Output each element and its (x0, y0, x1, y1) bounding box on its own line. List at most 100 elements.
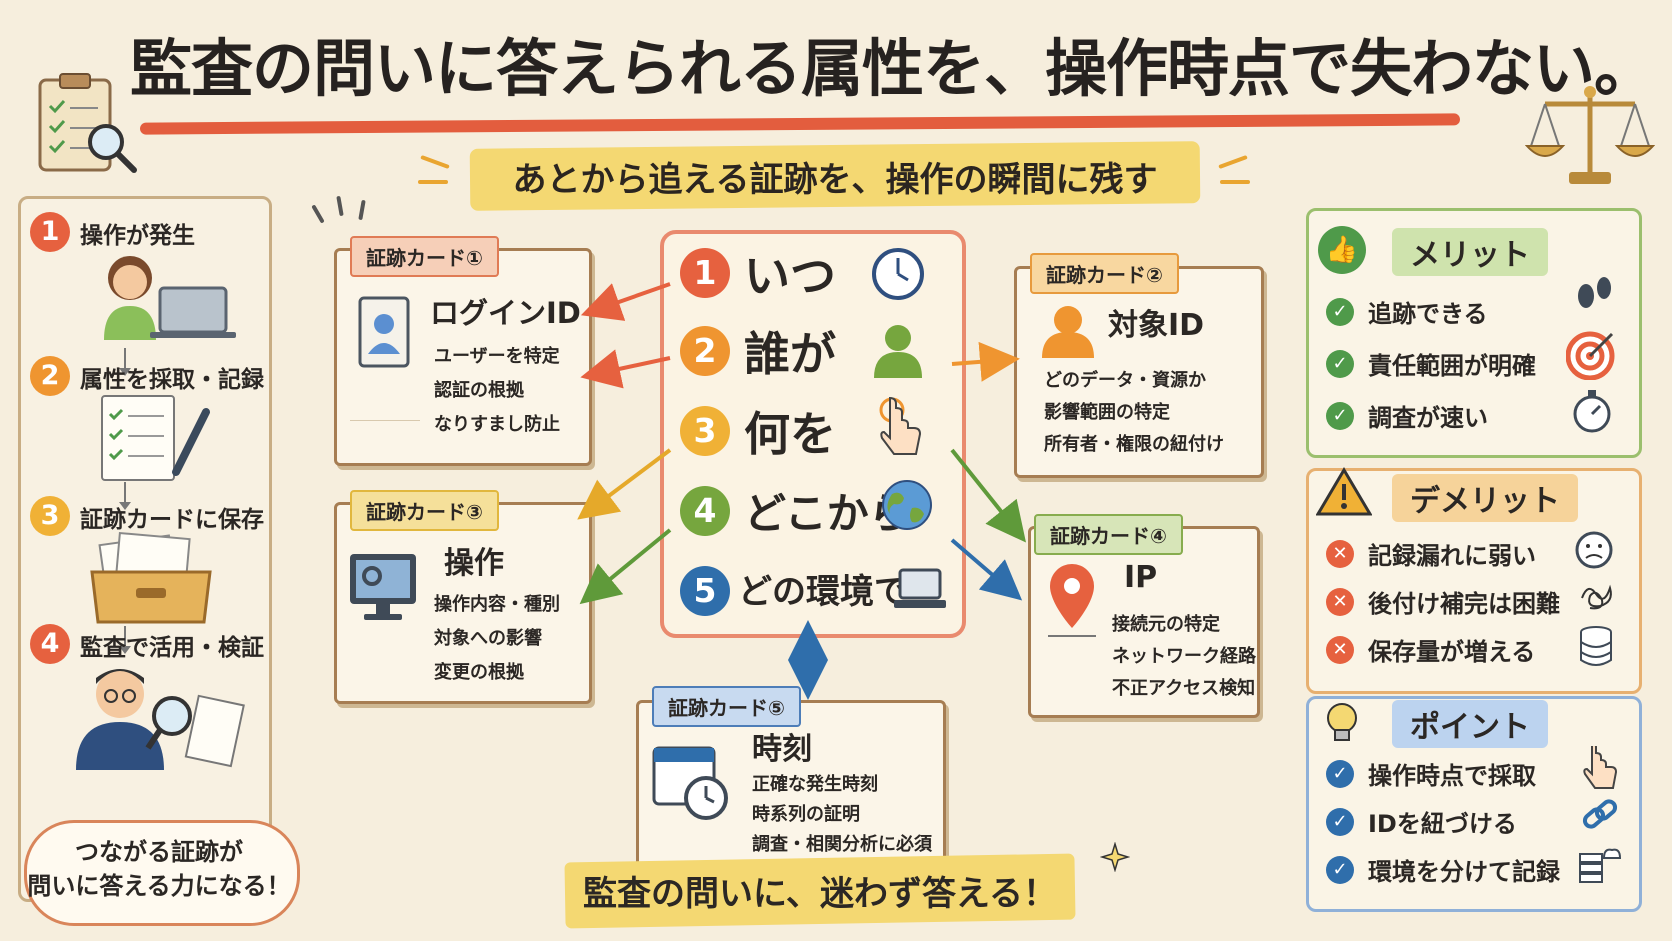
x-icon: ✕ (1326, 540, 1354, 568)
clock-icon (872, 248, 924, 300)
step-number: 1 (30, 212, 70, 252)
card-bullet: 正確な発生時刻 (752, 774, 878, 795)
thumbs-up-icon: 👍 (1318, 226, 1366, 274)
calendar-clock-icon (652, 746, 728, 820)
x-icon: ✕ (1326, 588, 1354, 616)
sparkle-icon (1100, 842, 1130, 872)
scales-of-justice-icon (1525, 86, 1655, 184)
card-tag: 証跡カード④ (1034, 514, 1183, 555)
demerit-item: 記録漏れに弱い (1368, 542, 1536, 570)
chain-link-icon (1582, 799, 1618, 829)
merit-item: 責任範囲が明確 (1368, 352, 1536, 380)
question-number: 3 (680, 406, 730, 456)
question-number: 5 (680, 566, 730, 616)
check-icon: ✓ (1326, 402, 1354, 430)
person-at-laptop-icon (104, 256, 236, 340)
step-number: 2 (30, 356, 70, 396)
question-what: 何を (744, 407, 836, 461)
card-bullet: 対象への影響 (434, 628, 542, 649)
card-title: 時刻 (752, 732, 812, 767)
bottom-banner-text: 監査の問いに、迷わず答える！ (583, 874, 1057, 914)
step-label: 操作が発生 (80, 223, 195, 249)
card-bullet: 不正アクセス検知 (1112, 678, 1256, 699)
question-when: いつ (744, 249, 836, 303)
question-number: 4 (680, 486, 730, 536)
storage-box-icon (90, 531, 212, 624)
card-bullet: なりすまし防止 (434, 414, 560, 435)
laptop-icon (894, 568, 946, 608)
card-tag: 証跡カード③ (350, 490, 499, 531)
card-bullet: 認証の根拠 (434, 380, 524, 401)
person-icon (874, 325, 922, 378)
divider (350, 420, 420, 421)
footprint-icon (1578, 277, 1611, 308)
merit-title: メリット (1392, 228, 1548, 276)
tangled-scribble-icon (1581, 584, 1612, 610)
stopwatch-icon (1573, 390, 1611, 433)
card-bullet: 変更の根拠 (434, 662, 524, 683)
card-title: IP (1124, 560, 1158, 595)
pointer-hand-icon (1583, 746, 1618, 789)
summary-line-1: つながる証跡が (75, 838, 243, 866)
step-number: 3 (30, 496, 70, 536)
id-badge-icon (358, 296, 410, 368)
sad-face-icon (1575, 531, 1613, 569)
question-who: 誰が (744, 327, 836, 381)
subtitle: あとから追える証跡を、操作の瞬間に残す (512, 160, 1158, 200)
check-icon: ✓ (1326, 856, 1354, 884)
question-environment: どの環境で (738, 572, 908, 612)
demerit-item: 保存量が増える (1368, 638, 1536, 666)
check-icon: ✓ (1326, 298, 1354, 326)
flow-arrow (119, 626, 131, 654)
step-label: 監査で活用・検証 (80, 635, 264, 661)
summary-line-2: 問いに答える力になる！ (27, 872, 291, 900)
step-label: 属性を採取・記録 (80, 367, 264, 393)
demerit-item: 後付け補完は困難 (1368, 590, 1560, 618)
question-where: どこから (744, 489, 911, 538)
merit-item: 調査が速い (1368, 404, 1488, 432)
card-bullet: どのデータ・資源か (1044, 370, 1206, 391)
card-bullet: 時系列の証明 (752, 804, 860, 825)
check-icon: ✓ (1326, 760, 1354, 788)
card-bullet: 影響範囲の特定 (1044, 402, 1170, 423)
question-number: 1 (680, 248, 730, 298)
person-icon (1042, 306, 1094, 358)
summary-bubble (24, 820, 300, 926)
card-tag: 証跡カード① (350, 236, 499, 277)
x-icon: ✕ (1326, 636, 1354, 664)
database-icon (1580, 626, 1612, 666)
step-number: 4 (30, 624, 70, 664)
card-bullet: 操作内容・種別 (434, 594, 560, 615)
globe-icon (882, 480, 932, 530)
check-icon: ✓ (1326, 350, 1354, 378)
monitor-gear-icon (350, 554, 416, 620)
point-title: ポイント (1392, 700, 1548, 748)
lightbulb-icon (1327, 703, 1357, 741)
clipboard-checklist-icon (38, 73, 137, 173)
evidence-card-ip (1028, 526, 1260, 718)
flow-arrow (119, 482, 131, 510)
card-title: 対象ID (1108, 308, 1205, 343)
page-title: 監査の問いに答えられる属性を、操作時点で失わない。 (130, 32, 1656, 105)
card-bullet: 調査・相関分析に必須 (752, 834, 932, 855)
document-and-pen-icon (101, 395, 210, 481)
point-item: 環境を分けて記録 (1368, 858, 1560, 886)
card-title: ログインID (430, 296, 581, 330)
card-bullet: 所有者・権限の紐付け (1044, 434, 1224, 455)
flow-arrow (119, 348, 131, 376)
question-number: 2 (680, 326, 730, 376)
evidence-card-target-id (1014, 266, 1264, 478)
demerit-title: デメリット (1392, 474, 1578, 522)
server-cloud-icon (1579, 848, 1622, 883)
accent-ray (418, 180, 448, 184)
card-tag: 証跡カード⑤ (652, 686, 801, 727)
card-bullet: 接続元の特定 (1112, 614, 1220, 635)
merit-item: 追跡できる (1368, 300, 1488, 328)
step-label: 証跡カードに保存 (80, 507, 264, 533)
card-tag: 証跡カード② (1030, 253, 1179, 294)
auditor-with-magnifier-icon (76, 669, 245, 770)
card-title: 操作 (444, 546, 504, 581)
card-bullet: ユーザーを特定 (434, 346, 560, 367)
warning-icon (1316, 467, 1372, 516)
